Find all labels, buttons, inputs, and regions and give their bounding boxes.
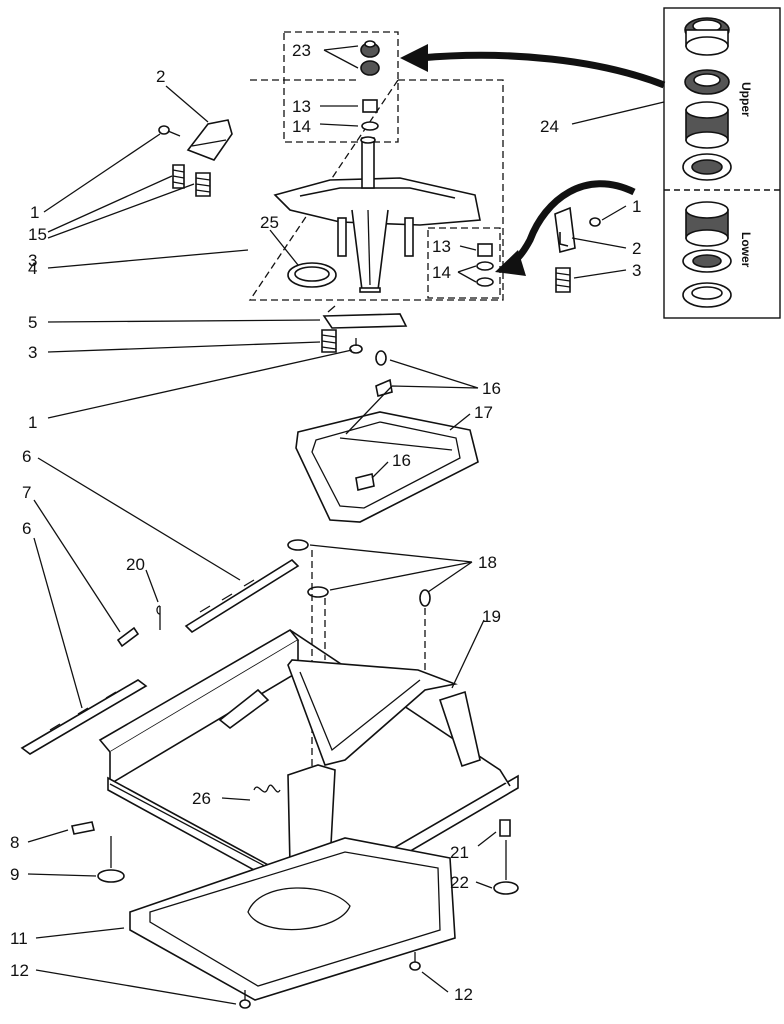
label-12-a: 12	[10, 961, 29, 980]
label-6-a: 6	[22, 447, 31, 466]
spring-15	[172, 164, 185, 189]
rail-6-upper	[184, 558, 300, 634]
label-8: 8	[10, 833, 19, 852]
label-7: 7	[22, 483, 31, 502]
clip-20	[156, 605, 161, 630]
label-1-b: 1	[28, 413, 37, 432]
bearing-lower-small-parts	[476, 243, 494, 287]
screw-right	[589, 217, 601, 227]
label-11: 11	[10, 929, 28, 948]
label-16-a: 16	[482, 379, 501, 398]
label-19: 19	[482, 607, 501, 626]
spring-26	[253, 784, 281, 793]
lower-bearing-parts	[682, 201, 732, 308]
label-14-b: 14	[432, 263, 451, 282]
label-22: 22	[450, 873, 469, 892]
seal-ring	[287, 262, 337, 288]
label-26: 26	[192, 789, 211, 808]
pin-7	[116, 626, 140, 648]
bracket-right	[554, 206, 576, 254]
screw-lower	[349, 338, 363, 354]
brake-strap	[322, 305, 408, 329]
label-16-b: 16	[392, 451, 411, 470]
label-1-a: 1	[30, 203, 39, 222]
callout-labels: 1 2 15 3 4 25 5 3 1 23 13 14 24 1 2 3 13…	[10, 41, 641, 1004]
spring-3-upper	[195, 172, 211, 197]
bracket-upper-left	[186, 119, 233, 161]
frame-assembly	[98, 628, 519, 906]
rail-6-lower	[20, 679, 148, 755]
screw-upper-left	[158, 125, 181, 137]
label-13-b: 13	[432, 237, 451, 256]
leveling-foot-22	[493, 840, 519, 895]
label-18: 18	[478, 553, 497, 572]
label-23: 23	[292, 41, 311, 60]
label-1-c: 1	[632, 197, 641, 216]
label-3-c: 3	[632, 261, 641, 280]
plate-assembly	[295, 350, 479, 523]
label-21: 21	[450, 843, 469, 862]
label-9: 9	[10, 865, 19, 884]
label-6-b: 6	[22, 519, 31, 538]
label-3-a: 3	[28, 251, 37, 270]
washers-18	[287, 539, 431, 607]
label-3-b: 3	[28, 343, 37, 362]
label-17: 17	[474, 403, 493, 422]
kit-label-upper: Upper	[739, 82, 753, 117]
screw-12-left	[239, 990, 251, 1009]
gearcase-assembly	[273, 136, 481, 293]
label-12-b: 12	[454, 985, 473, 1004]
label-2-b: 2	[632, 239, 641, 258]
bolt-8	[71, 821, 95, 835]
bearing-upper-small-parts	[360, 40, 380, 131]
leveling-foot-9	[97, 836, 125, 883]
label-13-a: 13	[292, 97, 311, 116]
label-20: 20	[126, 555, 145, 574]
gearcase-dashed-box	[248, 79, 504, 301]
lower-bearing-dashed-box	[427, 227, 501, 299]
upper-bearing-dashed-box	[283, 31, 399, 143]
label-15: 15	[28, 225, 47, 244]
bearing-kit-box	[663, 7, 781, 319]
label-14-a: 14	[292, 117, 311, 136]
lower-kit-arrow	[495, 180, 636, 276]
upper-kit-arrow	[400, 44, 666, 89]
base-pan	[129, 837, 456, 1001]
label-2-a: 2	[156, 67, 165, 86]
leader-lines	[27, 45, 665, 1005]
spring-3-lower	[321, 329, 337, 353]
upper-bearing-parts	[682, 17, 732, 181]
nut-21	[499, 819, 511, 837]
label-4: 4	[28, 259, 37, 278]
screw-12-right	[409, 952, 421, 971]
label-25: 25	[260, 213, 279, 232]
spring-3-right	[555, 267, 571, 293]
label-5: 5	[28, 313, 37, 332]
kit-label-lower: Lower	[739, 232, 753, 268]
label-24: 24	[540, 117, 559, 136]
